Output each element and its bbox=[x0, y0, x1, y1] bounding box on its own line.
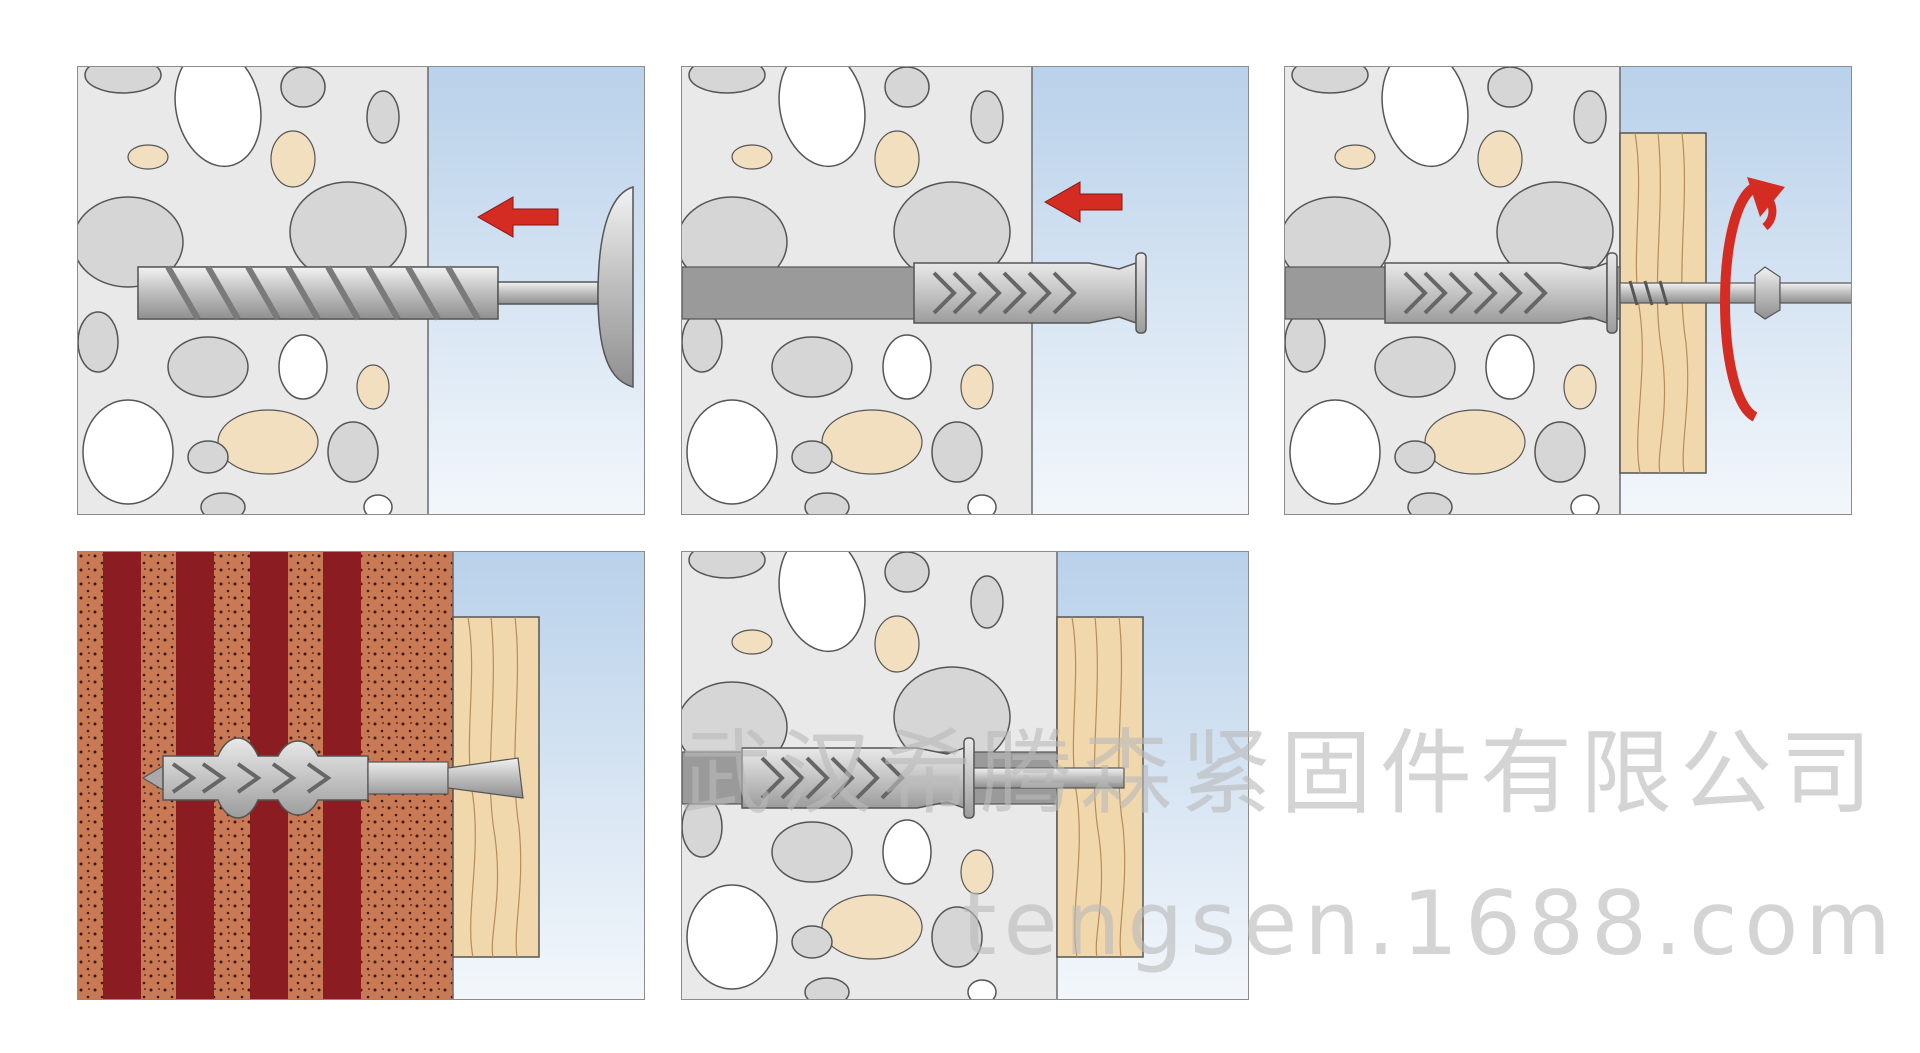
step-1-drilling-panel bbox=[77, 66, 645, 515]
step-2-illustration bbox=[682, 67, 1249, 515]
step-2-insert-plug-panel bbox=[681, 66, 1249, 515]
step-4-illustration bbox=[78, 552, 645, 1000]
step-3-screw-panel bbox=[1284, 66, 1852, 515]
step-5-illustration bbox=[682, 552, 1249, 1000]
step-3-illustration bbox=[1285, 67, 1852, 515]
step-1-illustration bbox=[78, 67, 645, 515]
step-5-concrete-panel bbox=[681, 551, 1249, 1000]
step-4-hollow-brick-panel bbox=[77, 551, 645, 1000]
